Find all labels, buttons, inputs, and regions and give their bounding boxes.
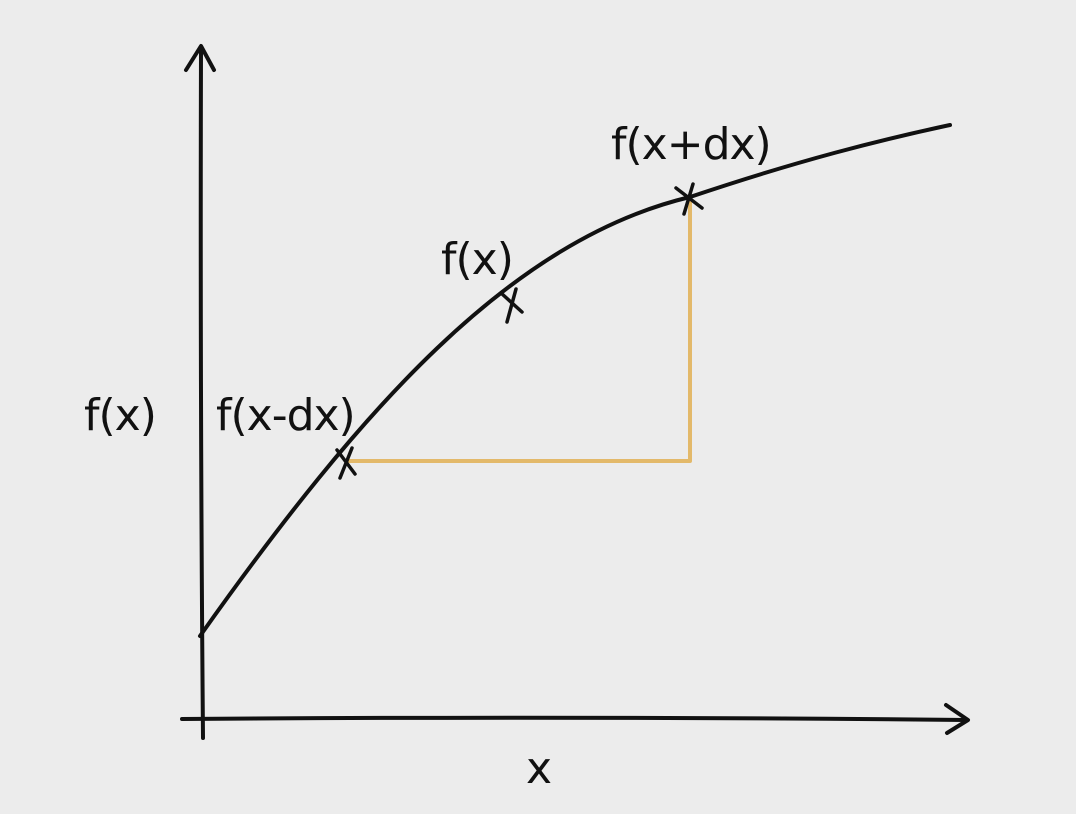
point-label-mid: f(x)	[441, 234, 513, 285]
y-axis-label: f(x)	[84, 390, 156, 441]
point-marker-mid	[499, 287, 524, 324]
x-axis-label: x	[526, 743, 551, 794]
y-axis	[198, 48, 205, 740]
point-marker-left	[335, 446, 357, 480]
difference-triangle	[345, 198, 692, 463]
point-label-right: f(x+dx)	[611, 119, 771, 170]
x-axis-arrowhead	[944, 703, 970, 735]
function-curve	[198, 123, 952, 638]
x-axis	[180, 715, 968, 722]
point-label-left: f(x-dx)	[216, 390, 355, 441]
y-axis-arrowhead	[184, 44, 216, 72]
point-marker-right	[674, 182, 704, 216]
